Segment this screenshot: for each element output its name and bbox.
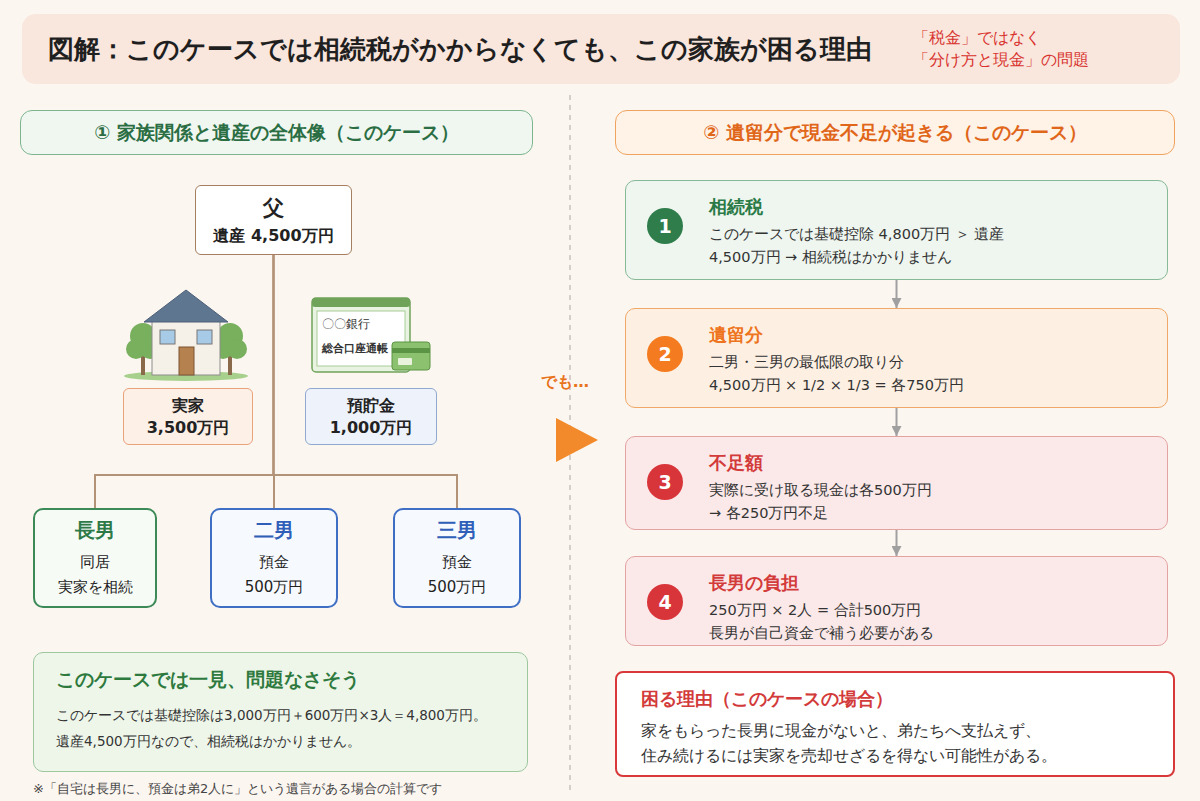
node-body: このケースでは基礎控除は3,000万円＋600万円×3人＝4,800万円。 遺産…: [56, 703, 505, 754]
bankbook-illustration: [312, 298, 430, 372]
house-roof: [144, 290, 228, 322]
bank-card-chip: [398, 358, 412, 365]
number-circle: [647, 464, 683, 500]
step-number-text: 2: [647, 336, 683, 372]
heir-box: 二男預金 500万円: [210, 508, 338, 608]
node-heading: 長男: [75, 517, 115, 544]
title-text: 図解：このケースでは相続税がかからなくても、この家族が困る理由: [48, 31, 872, 67]
transition-text: でも…: [541, 372, 589, 393]
bankbook-text: 〇〇銀行: [322, 316, 370, 333]
step-number-text: 4: [647, 584, 683, 620]
number-circle: [647, 208, 683, 244]
step-number: 1: [647, 208, 683, 244]
house-window: [160, 330, 175, 344]
step-box: 遺留分二男・三男の最低限の取り分 4,500万円 × 1/2 × 1/3 = 各…: [625, 308, 1168, 408]
step-number: 2: [647, 336, 683, 372]
node-heading: 長男の負担: [709, 571, 1147, 595]
person-box: 父遺産 4,500万円: [195, 185, 352, 255]
node-heading: 二男: [254, 517, 294, 544]
section-header: ② 遺留分で現金不足が起きる（このケース）: [615, 110, 1175, 155]
node-body: 同居 実家を相続: [55, 550, 135, 600]
node-heading: 困る理由（このケースの場合）: [641, 687, 1149, 711]
section-header: ① 家族関係と遺産の全体像（このケース）: [20, 110, 533, 155]
node-heading: 預貯金: [347, 395, 395, 417]
callout-text: 「税金」ではなく 「分け方と現金」の問題: [913, 27, 1098, 72]
flow-arrow: [896, 280, 898, 308]
node-heading: 相続税: [709, 195, 1147, 219]
family-line: [95, 255, 274, 508]
heir-box: 三男預金 500万円: [393, 508, 521, 608]
family-line: [274, 255, 458, 508]
asset-box: 預貯金1,000万円: [305, 388, 437, 445]
node-heading: 遺留分: [709, 323, 1147, 347]
step-number-text: 1: [647, 208, 683, 244]
step-number: 4: [647, 584, 683, 620]
tree-foliage: [227, 339, 247, 359]
step-box: 不足額実際に受け取る現金は各500万円 → 各250万円不足 3: [625, 436, 1168, 530]
node-body: 250万円 × 2人 = 合計500万円 長男が自己資金で補う必要がある: [709, 599, 1009, 645]
node-body: 預金 500万円: [234, 550, 314, 600]
step-box: 長男の負担 250万円 × 2人 = 合計500万円 長男が自己資金で補う必要があ…: [625, 556, 1168, 646]
node-body: 1,000万円: [330, 417, 413, 439]
bank-card-stripe: [392, 348, 430, 353]
node-heading: 実家: [172, 395, 204, 417]
flow-arrow: [896, 408, 898, 436]
step-number-text: 3: [647, 464, 683, 500]
house-wall: [152, 318, 220, 375]
node-heading: このケースでは一見、問題なさそう: [56, 667, 505, 693]
node-body: 二男・三男の最低限の取り分 4,500万円 × 1/2 × 1/3 = 各750…: [709, 351, 979, 397]
node-heading: 不足額: [709, 451, 1147, 475]
transition-arrow: [556, 418, 598, 462]
node-heading: 三男: [437, 517, 477, 544]
node-heading: ① 家族関係と遺産の全体像（このケース）: [94, 120, 459, 146]
heir-box: 長男同居 実家を相続: [33, 508, 157, 608]
node-body: 遺産 4,500万円: [213, 226, 333, 247]
node-body: このケースでは基礎控除 4,800万円 ＞ 遺産 4,500万円 → 相続税はか…: [709, 223, 1079, 269]
footnote-text: ※「自宅は長男に、預金は弟2人に」という遺言がある場合の計算です: [33, 780, 442, 798]
flow-arrow: [896, 530, 898, 556]
house-door: [179, 347, 194, 375]
step-box: 相続税このケースでは基礎控除 4,800万円 ＞ 遺産 4,500万円 → 相続…: [625, 180, 1168, 280]
number-circle: [647, 336, 683, 372]
node-body: 預金 500万円: [417, 550, 497, 600]
title-band: [22, 14, 1180, 84]
node-heading: ② 遺留分で現金不足が起きる（このケース）: [703, 120, 1087, 146]
asset-box: 実家3,500万円: [123, 388, 253, 445]
step-number: 3: [647, 464, 683, 500]
node-body: 家をもらった長男に現金がないと、弟たちへ支払えず、 住み続けるには実家を売却せざ…: [641, 719, 1149, 769]
node-heading: 父: [263, 194, 284, 222]
house-illustration: [124, 290, 248, 381]
bankbook-text: 総合口座通帳: [322, 341, 388, 356]
node-body: 3,500万円: [147, 417, 230, 439]
house-window: [197, 330, 212, 344]
number-circle: [647, 584, 683, 620]
warning-box: 困る理由（このケースの場合） 家をもらった長男に現金がないと、弟たちへ支払えず、 …: [615, 671, 1175, 777]
summary-box: このケースでは一見、問題なさそうこのケースでは基礎控除は3,000万円＋600万…: [33, 652, 528, 772]
bank-card: [392, 342, 430, 370]
node-body: 実際に受け取る現金は各500万円 → 各250万円不足: [709, 479, 934, 525]
bankbook-band: [312, 298, 410, 307]
